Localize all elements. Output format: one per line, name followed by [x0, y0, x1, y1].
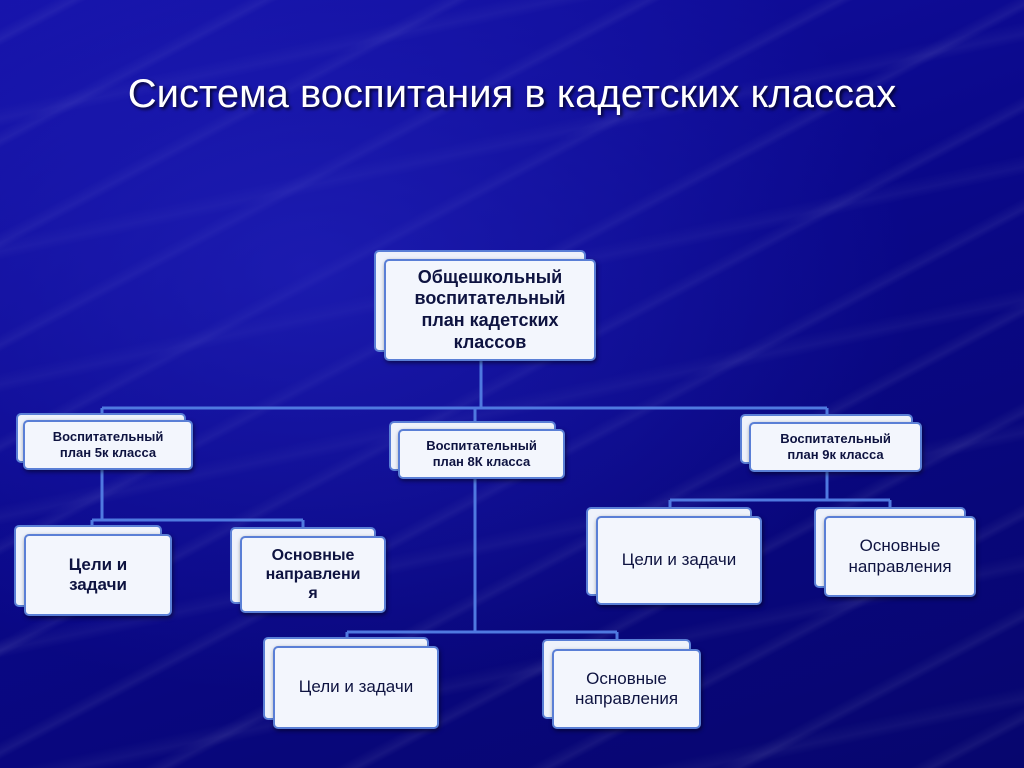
node-school-plan-line-3: план кадетских: [421, 310, 559, 330]
node-9k-directions-line-1: Основные: [859, 536, 941, 556]
node-plan-9k: Воспитательный план 9к класса: [740, 414, 922, 472]
node-8k-directions: Основные направления: [542, 639, 701, 729]
node-5k-directions: Основные направлени я: [230, 527, 386, 613]
node-plan-8k: Воспитательный план 8К класса: [389, 421, 565, 479]
node-9k-directions: Основные направления: [814, 507, 976, 597]
node-8k-goals: Цели и задачи: [263, 637, 439, 729]
slide-title: Система воспитания в кадетских классах: [127, 72, 897, 116]
node-plan-8k-line-1: Воспитательный: [426, 438, 537, 454]
node-plan-9k-line-1: Воспитательный: [780, 431, 891, 447]
node-school-plan-line-4: классов: [453, 331, 527, 352]
node-school-plan-line-1: Общешкольный: [417, 266, 563, 287]
node-8k-goals-line-1: Цели и задачи: [298, 677, 414, 697]
node-plan-5k: Воспитательный план 5к класса: [16, 413, 194, 471]
node-9k-goals: Цели и задачи: [586, 507, 762, 605]
node-5k-goals-line-1: Цели и: [68, 554, 128, 574]
node-5k-goals-line-2: задачи: [69, 575, 127, 594]
node-plan-5k-line-2: план 5к класса: [59, 445, 157, 460]
node-plan-5k-line-1: Воспитательный: [52, 429, 164, 445]
node-school-plan: Общешкольный воспитательный план кадетск…: [374, 250, 598, 362]
node-8k-directions-line-2: направления: [574, 689, 679, 708]
node-5k-directions-line-3: я: [308, 585, 318, 603]
node-5k-directions-line-1: Основные: [271, 546, 355, 564]
node-5k-goals: Цели и задачи: [14, 525, 172, 617]
node-school-plan-line-2: воспитательный: [414, 288, 566, 309]
node-5k-directions-line-2: направлени: [265, 565, 361, 583]
node-plan-8k-line-2: план 8К класса: [432, 454, 531, 469]
node-9k-goals-line-1: Цели и задачи: [621, 550, 737, 570]
node-8k-directions-line-1: Основные: [586, 668, 667, 688]
node-9k-directions-line-2: направления: [848, 556, 952, 576]
node-plan-9k-line-2: план 9к класса: [787, 447, 884, 462]
